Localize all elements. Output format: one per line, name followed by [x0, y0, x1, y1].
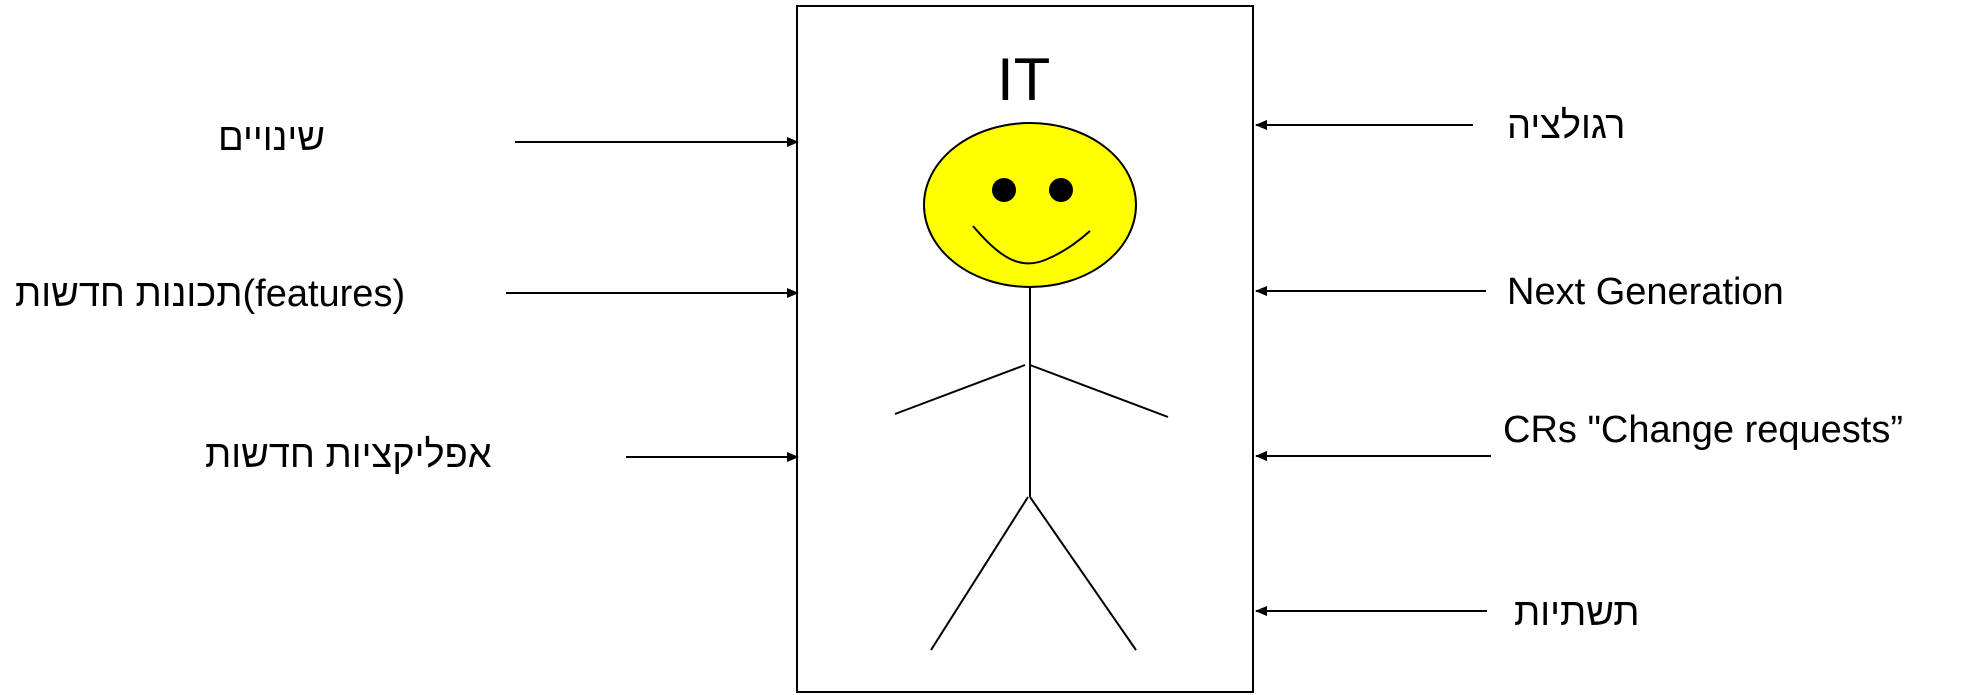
left-label-new-apps: אפליקציות חדשות: [205, 436, 492, 474]
right-label-infrastructure: תשתיות: [1514, 594, 1640, 632]
left-eye: [992, 178, 1016, 202]
it-title: IT: [997, 50, 1050, 110]
right-label-regulation: רגולציה: [1507, 107, 1625, 145]
right-label-change-requests: CRs "Change requests”: [1503, 411, 1903, 449]
left-label-features: (features)תכונות חדשות: [15, 275, 405, 313]
right-label-next-generation: Next Generation: [1507, 273, 1784, 311]
right-eye: [1049, 178, 1073, 202]
left-label-changes: שינויים: [218, 119, 325, 157]
